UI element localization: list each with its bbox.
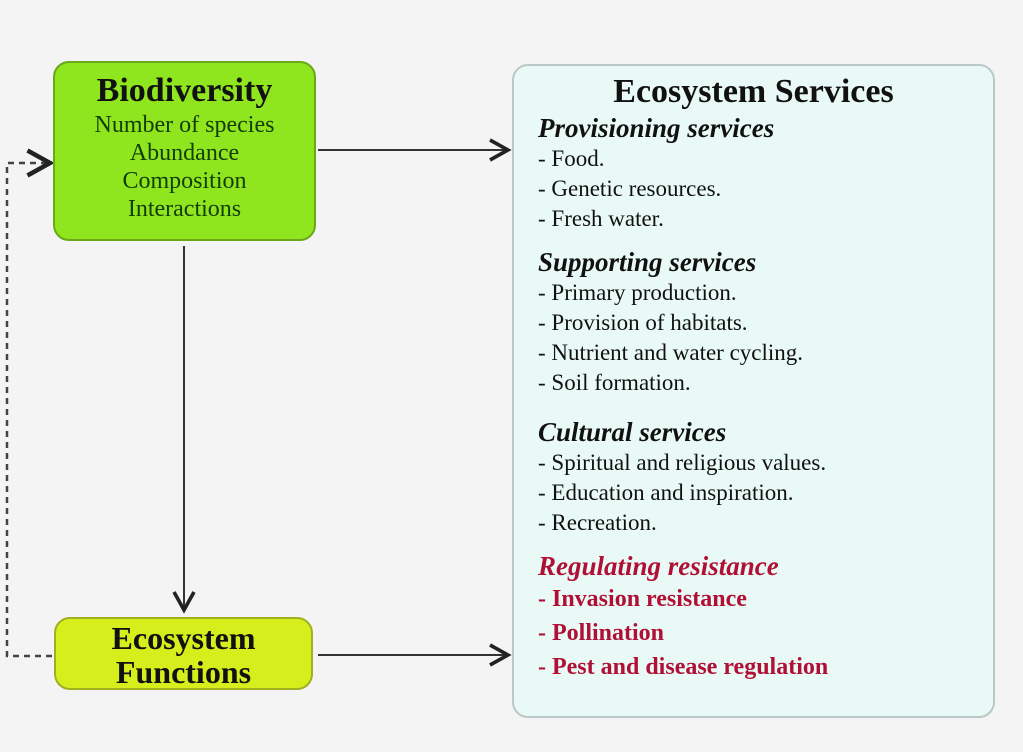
service-item: - Genetic resources. xyxy=(538,176,722,201)
biodiversity-item: Composition xyxy=(122,168,247,194)
service-item: - Invasion resistance xyxy=(538,586,747,612)
service-item: - Primary production. xyxy=(538,280,737,305)
functions-title-line2: Functions xyxy=(115,654,252,690)
biodiversity-box: Biodiversity Number of species Abundance… xyxy=(53,61,316,241)
biodiversity-item: Abundance xyxy=(129,140,240,166)
functions-title-line1: Ecosystem xyxy=(111,620,256,656)
service-item: - Nutrient and water cycling. xyxy=(538,340,804,365)
services-title: Ecosystem Services xyxy=(613,73,894,110)
ecosystem-services-box: Ecosystem Services Provisioning services… xyxy=(512,64,995,718)
service-item: - Fresh water. xyxy=(538,206,664,231)
service-item: - Pollination xyxy=(538,620,665,646)
biodiversity-item: Number of species xyxy=(94,112,275,138)
biodiversity-item: Interactions xyxy=(127,196,242,222)
section-heading: Supporting services xyxy=(538,247,757,277)
dashed-feedback-arrow xyxy=(5,148,55,658)
service-item: - Pest and disease regulation xyxy=(538,654,829,680)
biodiversity-title: Biodiversity xyxy=(96,72,273,109)
service-item: - Food. xyxy=(538,146,605,171)
service-item: - Provision of habitats. xyxy=(538,310,748,335)
section-heading: Cultural services xyxy=(538,417,727,447)
service-item: - Recreation. xyxy=(538,510,657,535)
service-item: - Soil formation. xyxy=(538,370,691,395)
section-heading-regulating: Regulating resistance xyxy=(538,551,779,581)
section-heading: Provisioning services xyxy=(538,113,775,143)
ecosystem-functions-box: Ecosystem Functions xyxy=(54,617,313,690)
service-item: - Education and inspiration. xyxy=(538,480,794,505)
service-item: - Spiritual and religious values. xyxy=(538,450,827,475)
